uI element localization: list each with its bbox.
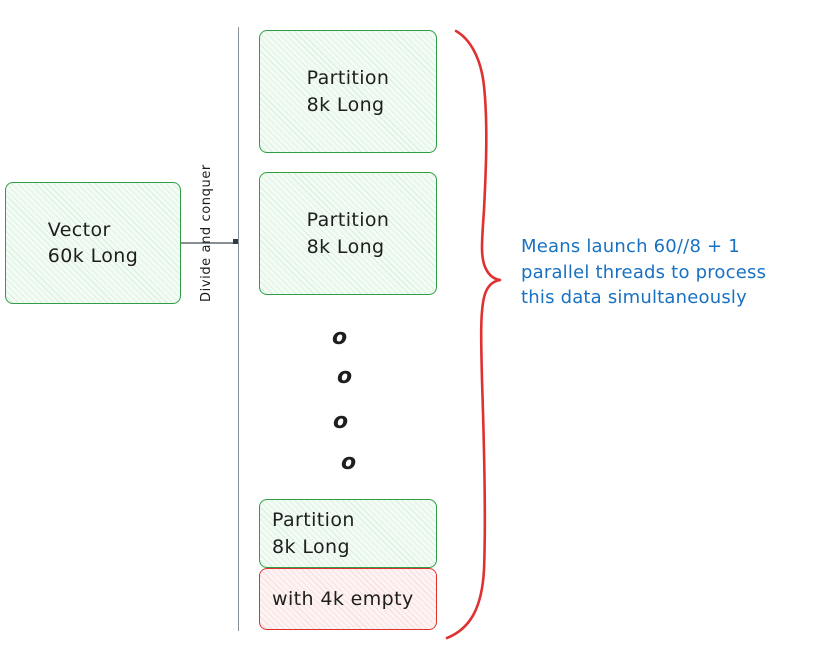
red-curly-brace-icon bbox=[445, 29, 502, 640]
ellipsis-dot-2: o bbox=[337, 364, 353, 389]
partition-box-last[interactable]: Partition 8k Long bbox=[259, 499, 437, 568]
partition-box-last-text: Partition 8k Long bbox=[272, 507, 355, 559]
empty-remainder-box[interactable]: with 4k empty bbox=[259, 568, 437, 630]
vector-source-line-2: 60k Long bbox=[47, 245, 139, 267]
partition-box-1-line-2: 8k Long bbox=[306, 93, 385, 116]
partition-box-1-text: Partition 8k Long bbox=[307, 65, 390, 117]
partition-box-2-text: Partition 8k Long bbox=[307, 207, 390, 259]
vector-source-text: Vector 60k Long bbox=[48, 217, 138, 269]
annotation-line-1: Means launch 60//8 + 1 bbox=[521, 236, 740, 257]
connector-line bbox=[181, 242, 238, 244]
divider-vertical-line bbox=[238, 27, 240, 631]
empty-remainder-label: with 4k empty bbox=[272, 587, 414, 610]
connector-endpoint-dot bbox=[233, 239, 238, 244]
ellipsis-dot-3: o bbox=[333, 409, 349, 434]
vector-source-line-1: Vector bbox=[47, 218, 111, 241]
partition-box-2[interactable]: Partition 8k Long bbox=[259, 172, 437, 295]
divider-caption: Divide and conquer bbox=[199, 164, 214, 302]
annotation-line-3: this data simultaneously bbox=[521, 287, 747, 309]
partition-box-2-line-2: 8k Long bbox=[306, 235, 385, 258]
partition-box-1-line-1: Partition bbox=[306, 67, 390, 90]
partition-box-last-line-2: 8k Long bbox=[272, 535, 350, 558]
annotation-line-2: parallel threads to process bbox=[521, 261, 767, 283]
partition-box-last-line-1: Partition bbox=[272, 509, 355, 532]
ellipsis-dot-4: o bbox=[341, 450, 357, 475]
vector-source-box[interactable]: Vector 60k Long bbox=[5, 182, 181, 304]
partition-box-2-line-1: Partition bbox=[306, 209, 390, 232]
annotation-text: Means launch 60//8 + 1 parallel threads … bbox=[521, 234, 811, 311]
partition-box-1[interactable]: Partition 8k Long bbox=[259, 30, 437, 153]
ellipsis-dot-1: o bbox=[332, 325, 348, 350]
